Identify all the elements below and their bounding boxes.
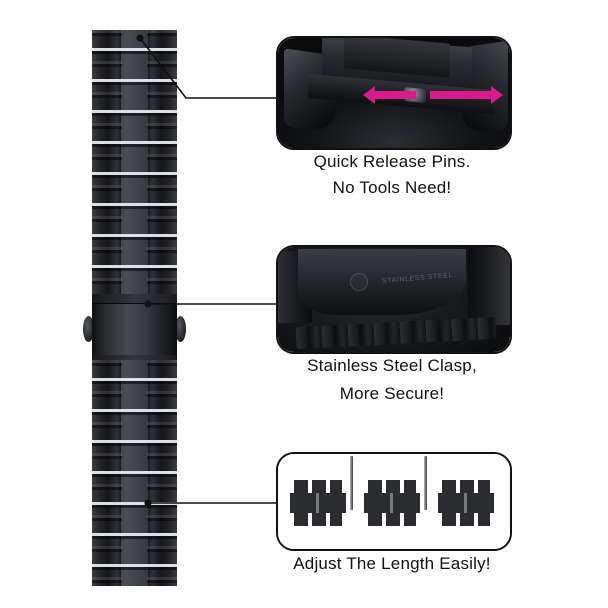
band-links-lower <box>92 360 177 586</box>
link-notch <box>308 513 312 526</box>
link-groove <box>464 493 467 513</box>
watch-band-figure <box>83 30 186 586</box>
link-notch <box>456 480 460 493</box>
band-clasp-block <box>83 294 186 364</box>
link-groove <box>390 493 393 513</box>
link-notch <box>382 480 386 493</box>
clasp-photo: STAINLESS STEEL <box>278 247 510 352</box>
caption-quick-release-line2: No Tools Need! <box>332 178 452 197</box>
caption-quick-release-line1: Quick Release Pins. <box>313 152 471 171</box>
clasp-cover-plate <box>298 249 466 315</box>
link-notch <box>308 480 312 493</box>
brand-logo-icon <box>350 273 368 291</box>
link-segment-top <box>368 480 416 493</box>
link-segment-top <box>442 480 490 493</box>
clasp-knob-left <box>83 316 94 342</box>
link-notch <box>326 480 330 493</box>
clasp-knob-right <box>175 316 186 342</box>
callout-panel-quick-release <box>276 36 512 150</box>
adjust-length-photo <box>278 454 510 549</box>
link-notch <box>400 480 404 493</box>
clasp-lip-top <box>92 294 177 303</box>
clasp-body <box>92 302 177 360</box>
link-segment-bottom <box>294 513 342 526</box>
removable-link-2 <box>364 480 420 526</box>
callout-panel-clasp: STAINLESS STEEL <box>276 245 512 354</box>
link-notch <box>456 513 460 526</box>
removal-pin-1 <box>350 456 353 510</box>
quick-release-photo <box>278 38 510 148</box>
link-notch <box>382 513 386 526</box>
caption-clasp-line2: More Secure! <box>339 384 445 403</box>
link-notch <box>474 513 478 526</box>
removal-pin-2 <box>424 456 427 510</box>
link-segment-bottom <box>442 513 490 526</box>
link-groove <box>316 493 319 513</box>
band-strap-upper <box>92 30 177 298</box>
callout-panel-adjust-length <box>276 452 512 551</box>
link-notch <box>474 480 478 493</box>
caption-adjust-length-line1: Adjust The Length Easily! <box>293 554 491 573</box>
removable-link-3 <box>438 480 494 526</box>
band-links-upper <box>92 30 177 298</box>
link-segment-top <box>294 480 342 493</box>
clasp-right-link <box>468 247 510 325</box>
link-notch <box>400 513 404 526</box>
link-notch <box>326 513 330 526</box>
arrow-left-icon <box>363 86 416 104</box>
caption-clasp-line1: Stainless Steel Clasp, <box>307 356 477 375</box>
link-segment-bottom <box>368 513 416 526</box>
removable-link-1 <box>290 480 346 526</box>
arrow-right-icon <box>430 86 503 104</box>
band-strap-lower <box>92 360 177 586</box>
